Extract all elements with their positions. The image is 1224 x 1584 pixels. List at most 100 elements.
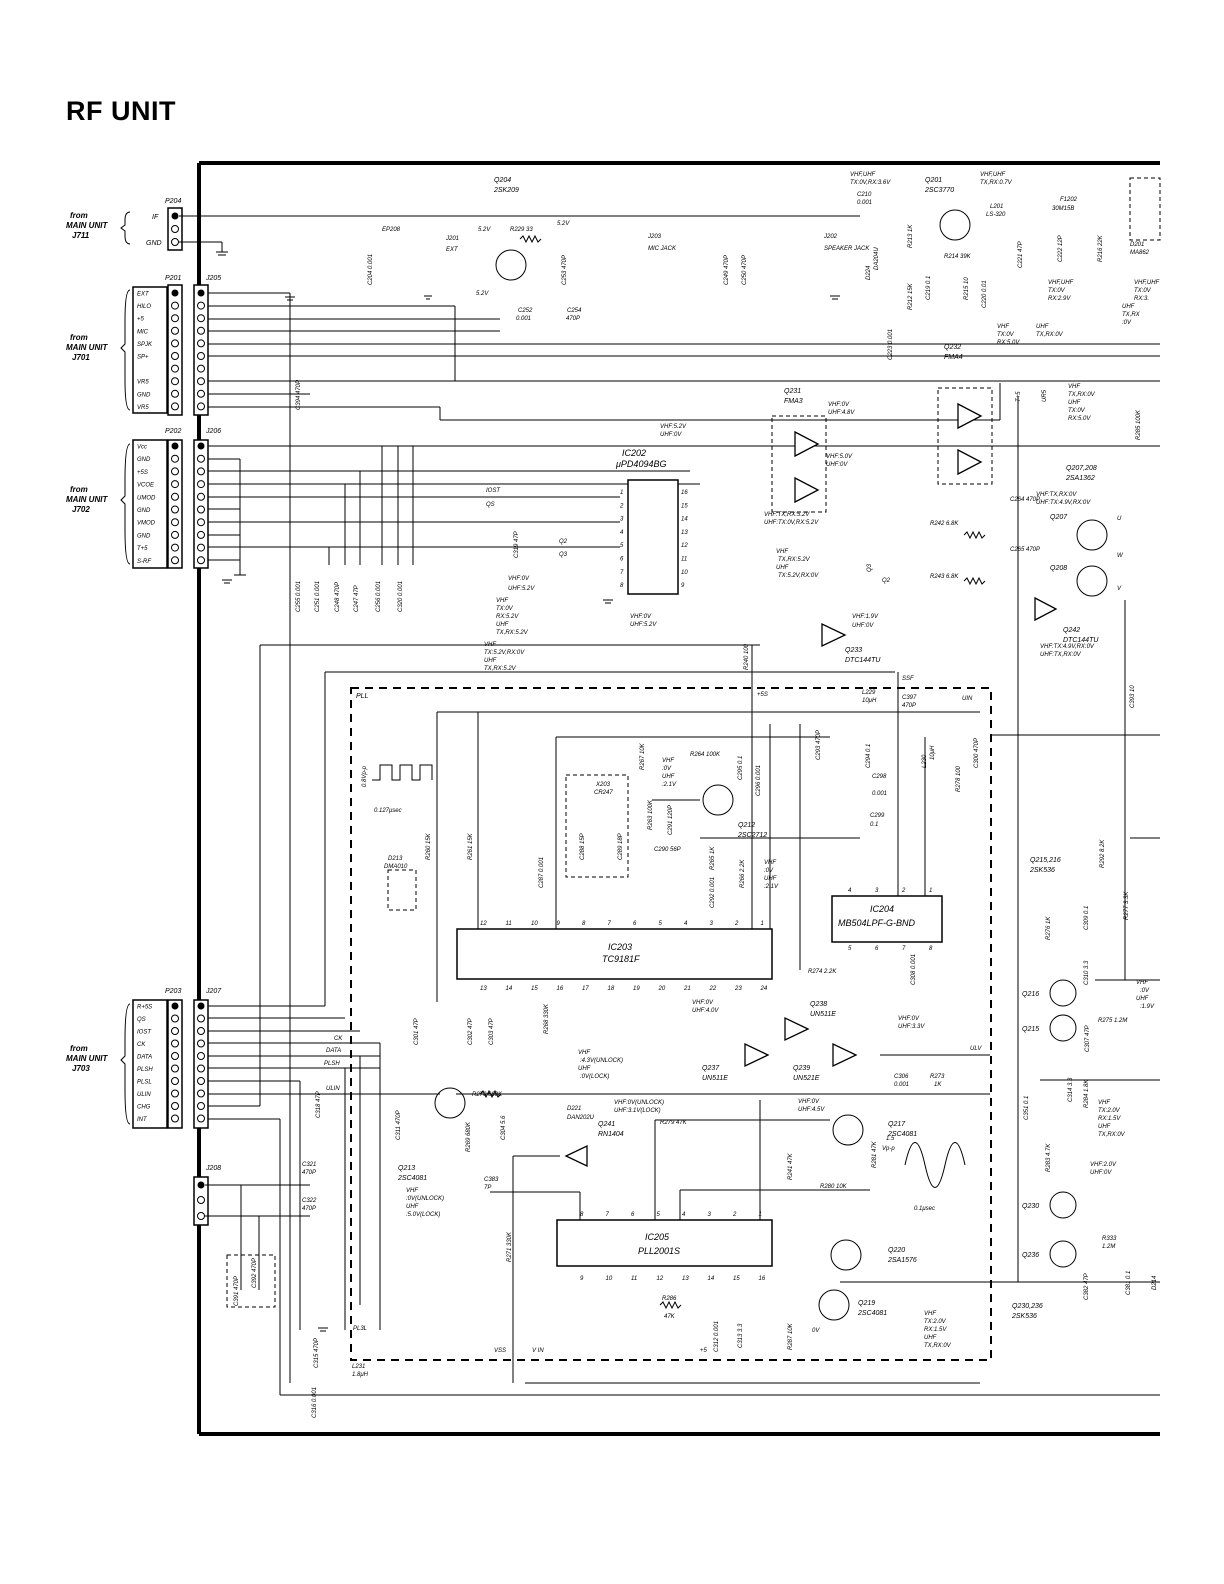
voltage-mid1: VHF,UHF [1048,280,1074,286]
ground-symbols [222,295,840,1332]
comp-r242: R242 6.8K [930,521,959,527]
comp-c223: C223 0.001 [888,329,894,360]
comp-c301: C301 47P [414,1018,420,1045]
comp-r333v: 1.2M [1102,1244,1115,1250]
ic203-pin-11: 11 [506,921,512,927]
comp-r265: R265 1K [710,846,716,870]
connector-pin [171,1102,179,1110]
comp-c393: C393 10 [1130,685,1136,708]
voltage-l1: VHF:0V [508,576,530,582]
voltage-q232a: VHF [997,324,1009,330]
ic205-pin-15: 15 [733,1276,740,1282]
comp-r286: R286 [662,1296,677,1302]
comp-c219: C219 0.1 [926,276,932,300]
connector-pin [171,492,179,501]
voltage-d221b: :4.3V(UNLOCK) [580,1058,623,1064]
voltage-annotations: VHF,UHFTX:0V,RX:3.6VVHF,UHFTX,RX:0.7VVHF… [406,172,1160,1349]
connector-pin [171,556,179,565]
connector-pin [197,442,205,450]
comp-r292: R292 8.2K [1100,839,1106,868]
voltage-ic202b: UHF:0V [660,432,682,438]
net-d221: D221 [567,1106,581,1112]
connector-pin [171,364,179,373]
connector-pin [197,518,205,527]
transistor-q220-part: 2SA1576 [887,1257,917,1264]
p202-pin-7: GND [137,533,151,539]
transistor-q217-part: 2SC4081 [887,1131,917,1138]
net-ulin: ULIN [326,1086,340,1092]
connector-j208: J208 [193,1165,310,1290]
comp-c304: C304 5.6 [501,1115,507,1140]
comp-c383: C383 [484,1177,499,1183]
q231-outline [771,415,827,513]
comp-r333: R333 [1102,1236,1117,1242]
comp-c311: C311 470P [396,1110,402,1140]
ic202-pin-1: 1 [620,490,623,496]
net-cr247: CR247 [594,790,613,796]
connector-pin [197,480,205,489]
net-ma862: MA862 [1130,250,1150,256]
comp-r270: R270 680K [472,1092,503,1098]
voltage-p12d: TX:5.2V,RX:0V [778,573,819,579]
voltage-q233a: VHF:1.9V [852,614,879,620]
voltage-q216c: UHF [1136,996,1149,1002]
connector-pin [197,389,205,398]
ic202-pin-4: 4 [620,530,624,536]
voltage-p13b: UHF:TX:0V,RX:5.2V [764,520,819,526]
ic203-pin-12: 12 [480,921,487,927]
q216-label: Q216 [1022,991,1039,998]
connector-pin [171,1114,179,1123]
comp-c291: C291 120P [668,805,674,835]
comp-c309: C309 0.1 [1084,906,1090,930]
net-l230: L230 [922,754,928,768]
ic205-pin-13: 13 [682,1276,689,1282]
comp-r286v: 47K [664,1314,676,1320]
voltage-q216b: :0V [1140,988,1150,994]
ic205-pin-6: 6 [631,1212,635,1218]
p202-pin-6: VMOD [137,521,156,527]
voltage-q242b: UHF:TX,RX:0V [1040,652,1082,658]
comp-c220: C220 0.01 [982,280,988,308]
comp-r213: R213 1K [908,224,914,248]
voltage-d221d: :0V(LOCK) [580,1074,609,1080]
p201-from: from [70,333,88,342]
net-j203: J203 [647,234,662,240]
p203-pin-4: DATA [137,1055,152,1061]
voltage-p12a: VHF [776,549,788,555]
x203-outline [565,774,629,878]
connector-pin [171,377,179,386]
p201-pin-7: VR5 [137,380,149,386]
connector-pin [171,352,179,360]
j205-label: J205 [205,275,221,282]
comp-c251: C251 0.001 [315,581,321,612]
transistor-q215,216-part: 2SK536 [1029,867,1055,874]
connector-pin [171,1014,179,1023]
connector-pin [171,1039,179,1048]
transistor-q232-part: FMA4 [944,354,963,361]
net-pl3l: PL3L [353,1326,367,1332]
q239-amp [832,1042,858,1068]
connector-pin [171,505,179,514]
comp-r241: R241 47K [788,1152,794,1180]
ic205-pin-2: 2 [732,1212,737,1218]
comp-c316: C316 0.001 [312,1387,318,1418]
p201-pin-0: EXT [137,292,150,298]
comp-c290: C290 56P [654,847,681,853]
p203-from: from [70,1044,88,1053]
voltage-q219c: RX:1.5V [924,1327,947,1333]
comp-c293: C293 470P [816,730,822,760]
voltage-q207b: TX,RX:0V [1068,392,1096,398]
voltage-q2: Q2 [882,578,891,584]
comp-c254: C254 [567,308,582,314]
connector-pin [171,389,179,398]
comp-d214: D214 [1152,1275,1158,1290]
q242-amp [1034,596,1058,622]
connector-pin [197,1114,205,1123]
transistor-q207-ref: Q207 [1050,514,1068,521]
voltage-d221c: UHF [578,1066,591,1072]
ic204-pin-5: 5 [848,946,852,952]
comp-c249: C249 470P [724,255,730,285]
p203-pin-3: CK [137,1042,146,1048]
transistor-q231-ref: Q231 [784,388,801,395]
